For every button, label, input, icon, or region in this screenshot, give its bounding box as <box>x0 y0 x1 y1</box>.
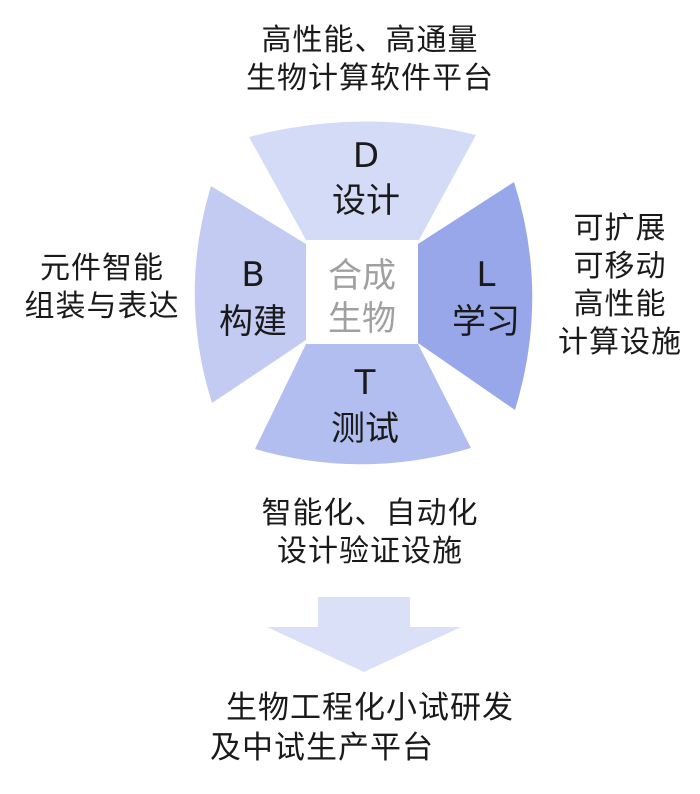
top-caption-line2: 生物计算软件平台 <box>246 61 494 96</box>
test-segment <box>255 344 471 465</box>
design-label: 设计 <box>332 181 400 221</box>
center-text-line2: 生物 <box>328 299 396 339</box>
final-caption-line1: 生物工程化小试研发 <box>226 690 514 726</box>
right-caption-line3: 高性能 <box>573 287 667 322</box>
design-segment <box>249 121 476 240</box>
final-caption-line2: 及中试生产平台 <box>210 730 434 766</box>
learn-letter: L <box>477 255 496 295</box>
right-caption: 可扩展 可移动 高性能 计算设施 <box>550 210 690 362</box>
left-caption: 元件智能 组装与表达 <box>22 250 182 326</box>
bottom-caption: 智能化、自动化 设计验证设施 <box>230 495 510 571</box>
test-label: 测试 <box>331 409 399 449</box>
right-caption-line4: 计算设施 <box>558 325 682 360</box>
build-segment <box>194 186 306 403</box>
top-caption-line1: 高性能、高通量 <box>261 23 479 58</box>
down-arrow <box>267 597 461 672</box>
build-label: 构建 <box>219 302 287 342</box>
learn-segment <box>418 182 533 410</box>
left-caption-line1: 元件智能 <box>40 251 164 286</box>
top-caption: 高性能、高通量 生物计算软件平台 <box>240 22 500 98</box>
bottom-caption-line1: 智能化、自动化 <box>261 496 479 531</box>
final-caption: 生物工程化小试研发 及中试生产平台 <box>200 688 540 768</box>
center-box <box>311 244 414 340</box>
learn-label: 学习 <box>452 302 520 342</box>
bottom-caption-line2: 设计验证设施 <box>277 534 463 569</box>
center-text-line1: 合成 <box>328 256 396 296</box>
build-letter: B <box>241 255 264 295</box>
design-letter: D <box>353 136 379 176</box>
right-caption-line2: 可移动 <box>573 249 667 284</box>
left-caption-line2: 组装与表达 <box>24 289 180 324</box>
test-letter: T <box>354 363 376 403</box>
right-caption-line1: 可扩展 <box>573 211 667 246</box>
